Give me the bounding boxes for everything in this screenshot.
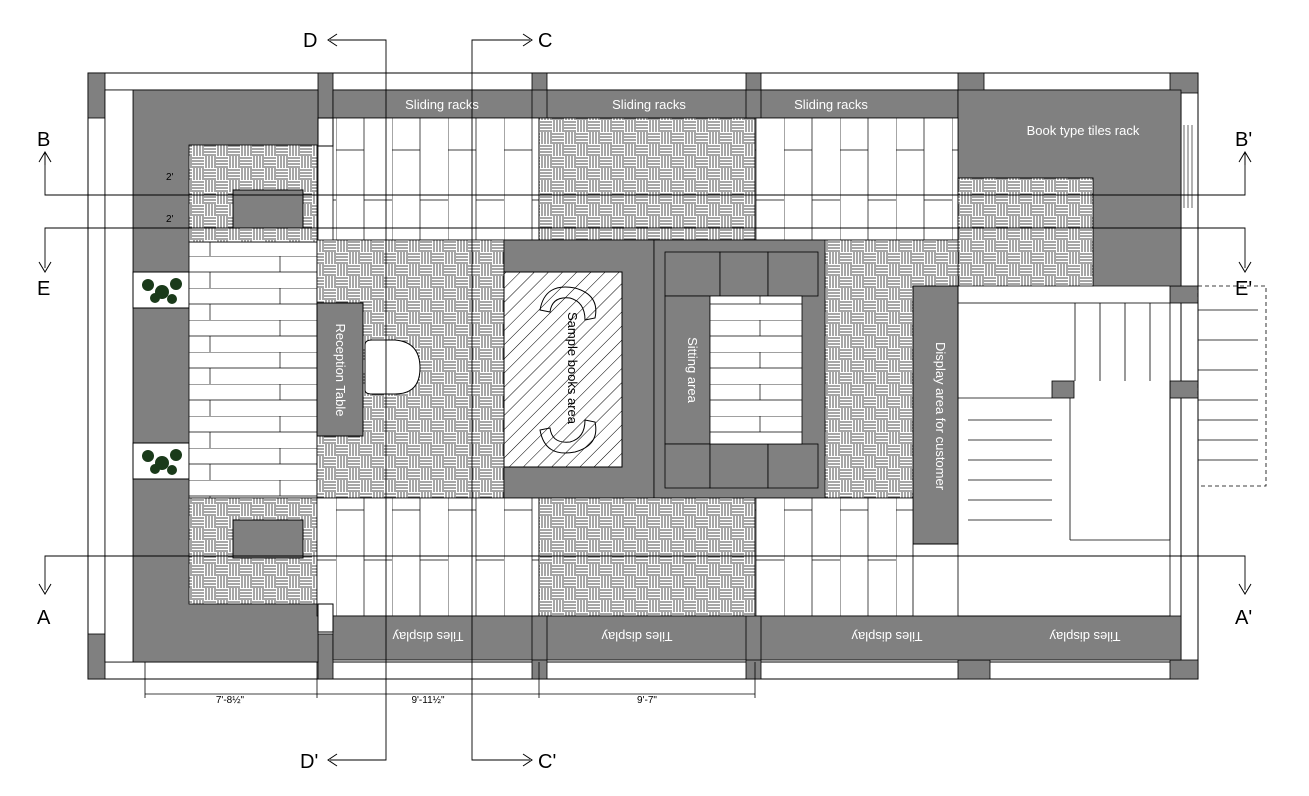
sitting-center-floor	[709, 295, 803, 445]
top-plank-floor-1	[332, 117, 540, 241]
entrance-strip	[104, 89, 134, 663]
dimension-small-2: 2'	[166, 214, 174, 225]
chair-icons	[539, 286, 597, 454]
counter-bottom	[232, 519, 304, 559]
section-label-b-prime: B'	[1235, 129, 1252, 151]
planter-top	[132, 271, 190, 309]
sample-books-area	[503, 271, 623, 468]
reception-label: Reception Table	[333, 324, 348, 417]
sliding-racks-label-2: Sliding racks	[612, 97, 686, 112]
sliding-racks-label-1: Sliding racks	[405, 97, 479, 112]
section-label-d: D	[303, 30, 317, 52]
bottom-plank-floor-1	[316, 497, 540, 617]
tiles-display-label-1: Tiles display	[392, 629, 464, 644]
dimension-2: 9'-11½"	[411, 695, 445, 706]
bottom-plank-floor-2	[754, 497, 914, 617]
top-basket-floor	[538, 117, 756, 241]
section-lines	[44, 39, 1246, 761]
tiles-display-label-4: Tiles display	[1049, 629, 1121, 644]
sample-books-label: Sample books area	[565, 312, 580, 425]
sliding-racks-label-3: Sliding racks	[794, 97, 868, 112]
section-label-c-prime: C'	[538, 751, 556, 773]
tiles-display-label-2: Tiles display	[601, 629, 673, 644]
dimension-line	[144, 662, 756, 698]
left-plant-col-bottom	[317, 603, 334, 633]
reception-table	[316, 302, 364, 437]
dimension-1: 7'-8½"	[216, 695, 245, 706]
section-label-e-prime: E'	[1235, 278, 1252, 300]
bottom-basket-floor	[538, 497, 756, 617]
top-plank-floor-2	[754, 117, 959, 241]
right-wall-pattern	[1183, 125, 1193, 208]
book-rack-label: Book type tiles rack	[1027, 123, 1140, 138]
section-label-c: C	[538, 30, 552, 52]
dimension-3: 9'-7"	[637, 695, 657, 706]
left-plant-col-top	[317, 117, 334, 147]
right-top-basket	[957, 177, 1094, 287]
section-label-d-prime: D'	[300, 751, 318, 773]
section-label-e: E	[37, 278, 50, 300]
display-area	[912, 285, 959, 545]
tiles-display-band	[332, 615, 1182, 661]
planter-bottom	[132, 442, 190, 480]
dimension-small-1: 2'	[166, 172, 174, 183]
counter-top	[232, 189, 304, 229]
sofa-units	[664, 251, 819, 489]
reception-chair-icon	[364, 339, 421, 395]
section-label-b: B	[37, 129, 50, 151]
section-arrows	[38, 33, 1252, 767]
display-area-label: Display area for customer	[933, 342, 948, 491]
left-plank-floor	[188, 241, 318, 499]
tiles-display-label-3: Tiles display	[851, 629, 923, 644]
section-label-a: A	[37, 607, 51, 629]
staircase	[957, 285, 1267, 617]
sitting-area-label: Sitting area	[685, 337, 700, 404]
section-label-a-prime: A'	[1235, 607, 1252, 629]
